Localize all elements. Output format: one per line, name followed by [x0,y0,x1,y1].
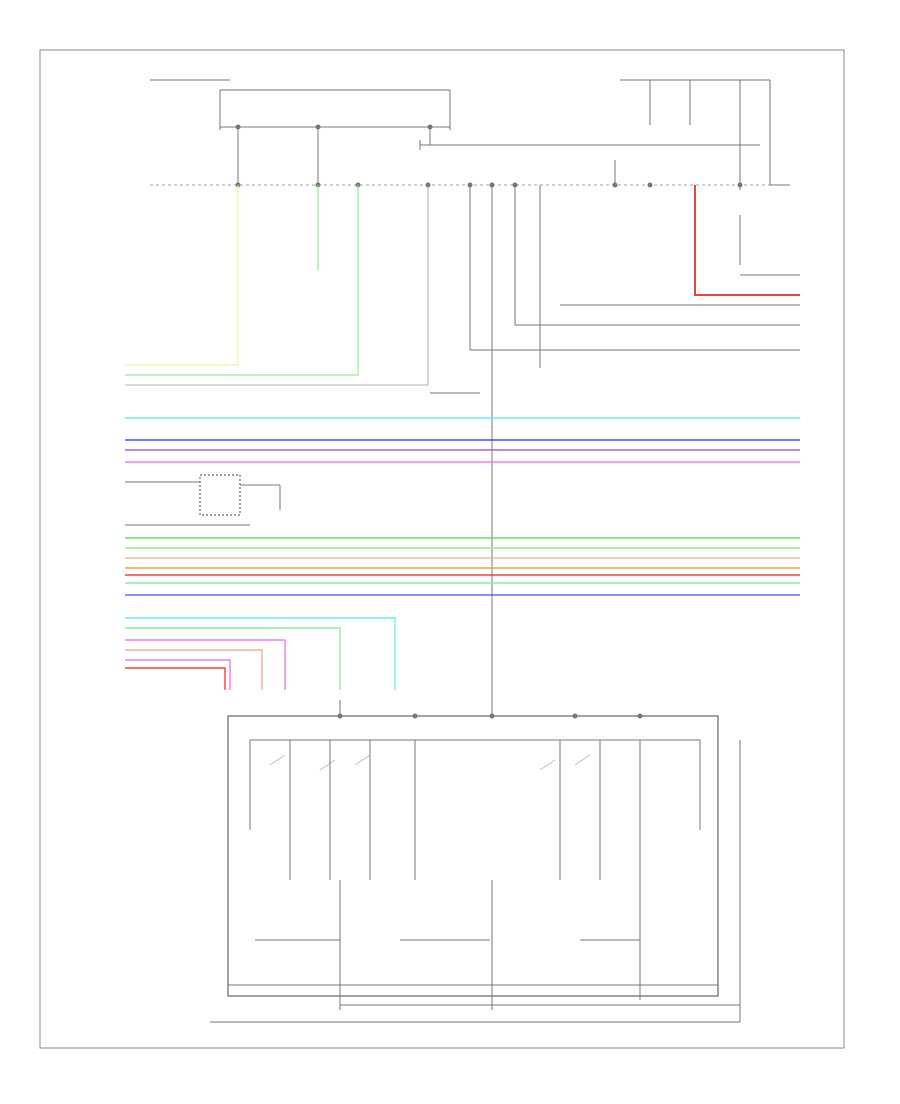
vertical-drops-top [237,127,616,185]
harness-lines-mid [125,417,800,463]
right-gray-wiring [430,185,800,700]
relay-block [125,474,281,526]
top-power-rails [150,79,771,190]
power-window-switch-assembly [210,700,741,1023]
switch-drops [125,617,396,690]
diagram-frame [39,49,845,1049]
colored-drops [125,185,800,386]
harness-lines-low [125,537,800,596]
bus-drop-points [235,124,743,188]
